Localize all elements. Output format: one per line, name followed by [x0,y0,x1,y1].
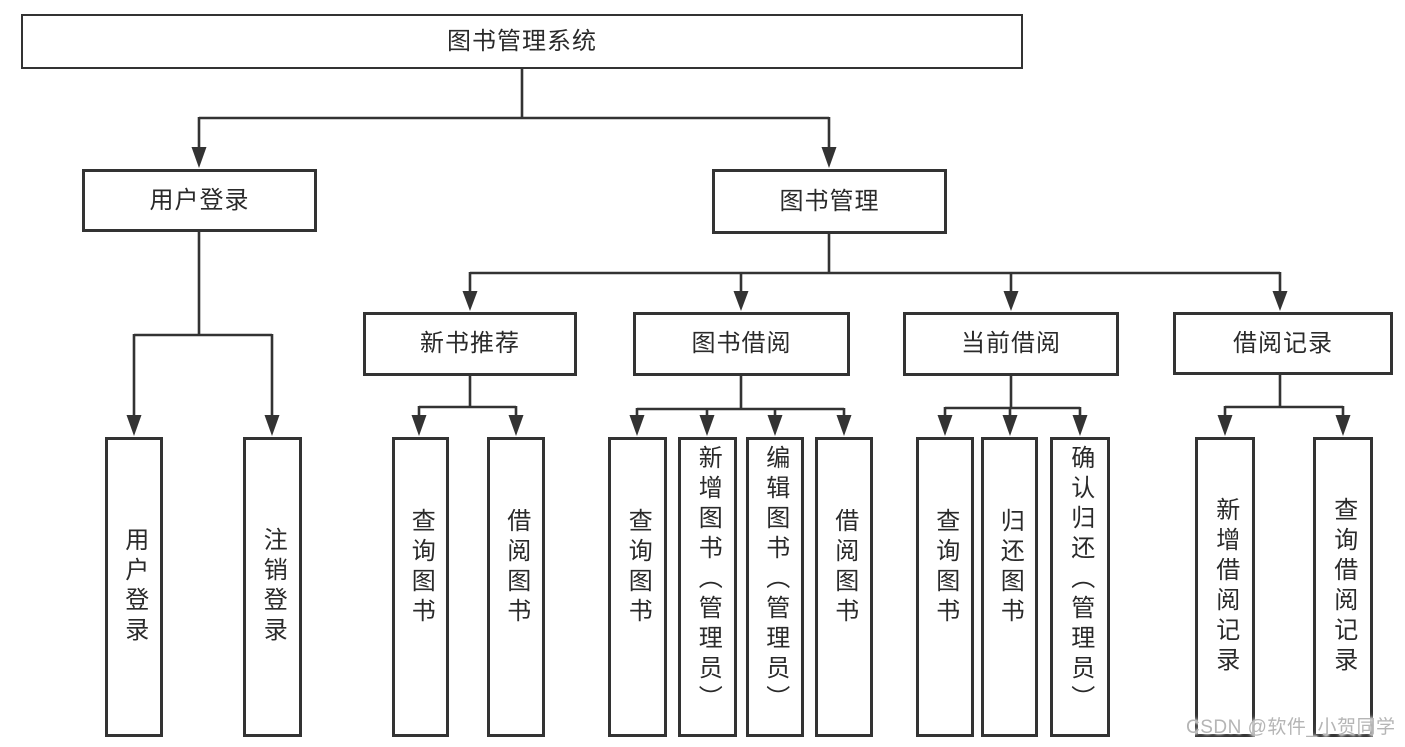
node-label: 图书管理系统 [447,27,597,55]
node-leaf-newbook-query-books: 查询图书 [392,437,449,737]
node-label: 当前借阅 [961,330,1061,357]
node-leaf-record-add-record: 新增借阅记录 [1195,437,1255,737]
arrow-down-icon [1272,291,1288,311]
connector-borrow-record-children [1217,374,1351,436]
node-label: 借阅图书 [830,508,858,628]
node-root: 图书管理系统 [21,14,1023,69]
arrow-down-icon [767,415,783,436]
node-label: 图书管理 [779,187,880,215]
node-label: 编辑图书（管理员） [761,445,789,715]
node-user-login: 用户登录 [82,169,317,232]
arrow-down-icon [1072,415,1088,436]
csdn-watermark: CSDN @软件_小贺同学 [1186,717,1396,738]
node-leaf-borrow-add-books-admin: 新增图书（管理员） [678,437,737,737]
node-borrow-record: 借阅记录 [1173,312,1393,375]
node-leaf-user-login: 用户登录 [105,437,163,737]
arrow-down-icon [1217,415,1233,436]
node-book-mgmt: 图书管理 [712,169,947,234]
connector-root-children [191,69,837,168]
arrow-down-icon [733,291,749,311]
connector-current-borrow-children [937,376,1088,436]
node-label: 查询图书 [407,508,435,628]
node-leaf-borrow-edit-books-admin: 编辑图书（管理员） [746,437,804,737]
node-leaf-current-query-books: 查询图书 [916,437,974,737]
arrow-down-icon [1003,291,1019,311]
connector-book-mgmt-children [462,234,1288,311]
arrow-down-icon [411,415,427,436]
arrow-down-icon [821,147,837,168]
arrow-down-icon [264,415,280,436]
node-leaf-current-confirm-return-admin: 确认归还（管理员） [1050,437,1110,737]
node-label: 注销登录 [259,527,287,647]
node-current-borrow: 当前借阅 [903,312,1119,376]
connector-new-book-children [411,376,524,436]
arrow-down-icon [836,415,852,436]
node-label: 确认归还（管理员） [1066,445,1094,715]
node-label: 新增借阅记录 [1211,497,1239,677]
arrow-down-icon [462,291,478,311]
arrow-down-icon [191,147,207,168]
arrow-down-icon [937,415,953,436]
node-new-book-rec: 新书推荐 [363,312,577,376]
node-label: 查询图书 [624,508,652,628]
arrow-down-icon [508,415,524,436]
node-leaf-borrow-query-books: 查询图书 [608,437,667,737]
node-leaf-current-return-books: 归还图书 [981,437,1038,737]
node-label: 新书推荐 [420,330,520,357]
arrow-down-icon [1002,415,1018,436]
node-label: 借阅记录 [1233,329,1333,357]
arrow-down-icon [629,415,645,436]
node-label: 用户登录 [149,186,250,214]
node-leaf-newbook-borrow-books: 借阅图书 [487,437,545,737]
node-label: 归还图书 [996,508,1024,628]
arrow-down-icon [1335,415,1351,436]
node-label: 借阅图书 [502,508,530,628]
connector-book-borrow-children [629,376,852,436]
arrow-down-icon [699,415,715,436]
node-label: 用户登录 [120,527,148,647]
connector-user-login-children [126,232,280,436]
node-leaf-record-query-record: 查询借阅记录 [1313,437,1373,737]
node-label: 查询借阅记录 [1329,497,1357,677]
node-label: 查询图书 [931,508,959,628]
node-leaf-borrow-borrow-books: 借阅图书 [815,437,873,737]
node-label: 图书借阅 [691,330,792,357]
node-leaf-logout: 注销登录 [243,437,302,737]
arrow-down-icon [126,415,142,436]
node-book-borrow: 图书借阅 [633,312,850,376]
node-label: 新增图书（管理员） [694,445,722,715]
